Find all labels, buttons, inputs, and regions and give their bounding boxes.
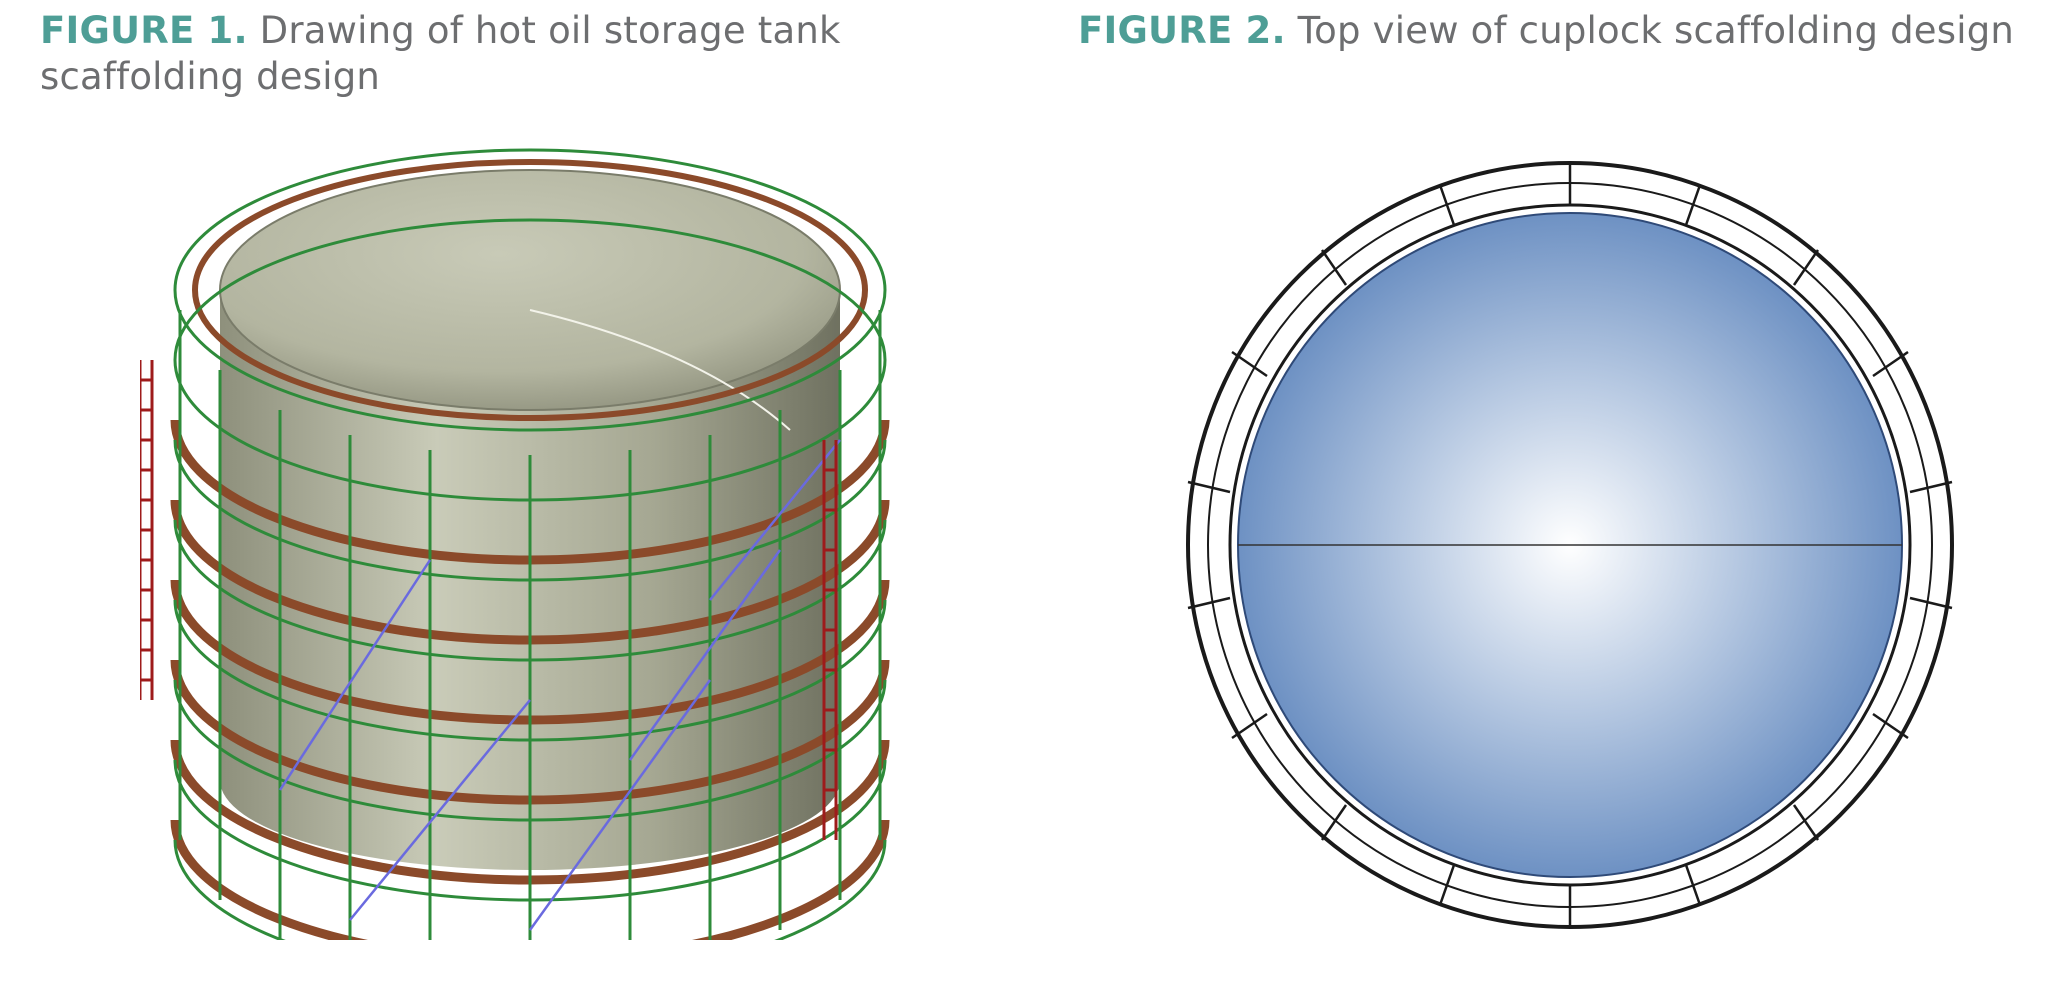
figure-2-label: FIGURE 2. xyxy=(1078,9,1286,52)
top-view-drawing xyxy=(1160,130,1980,960)
scaffold-standards xyxy=(178,310,882,940)
figure-1-caption: FIGURE 1. Drawing of hot oil storage tan… xyxy=(40,8,920,100)
figure-1-caption-text: Drawing of hot oil storage tank scaffold… xyxy=(40,9,841,98)
scaffold-bays xyxy=(1187,163,1953,927)
tank-roof xyxy=(219,169,841,411)
scaffold-rings xyxy=(170,148,890,982)
tank-scaffolding-drawing xyxy=(138,140,920,982)
ladder-left xyxy=(138,360,154,700)
ladder-right xyxy=(822,440,838,840)
scaffold-braces xyxy=(278,439,841,931)
top-view-svg xyxy=(1186,161,1954,929)
figure-2-caption: FIGURE 2. Top view of cuplock scaffoldin… xyxy=(1078,8,2038,54)
tank-scaffolding-svg xyxy=(138,148,890,982)
figure-1-label: FIGURE 1. xyxy=(40,9,248,52)
figure-2-caption-text: Top view of cuplock scaffolding design xyxy=(1297,9,2015,52)
